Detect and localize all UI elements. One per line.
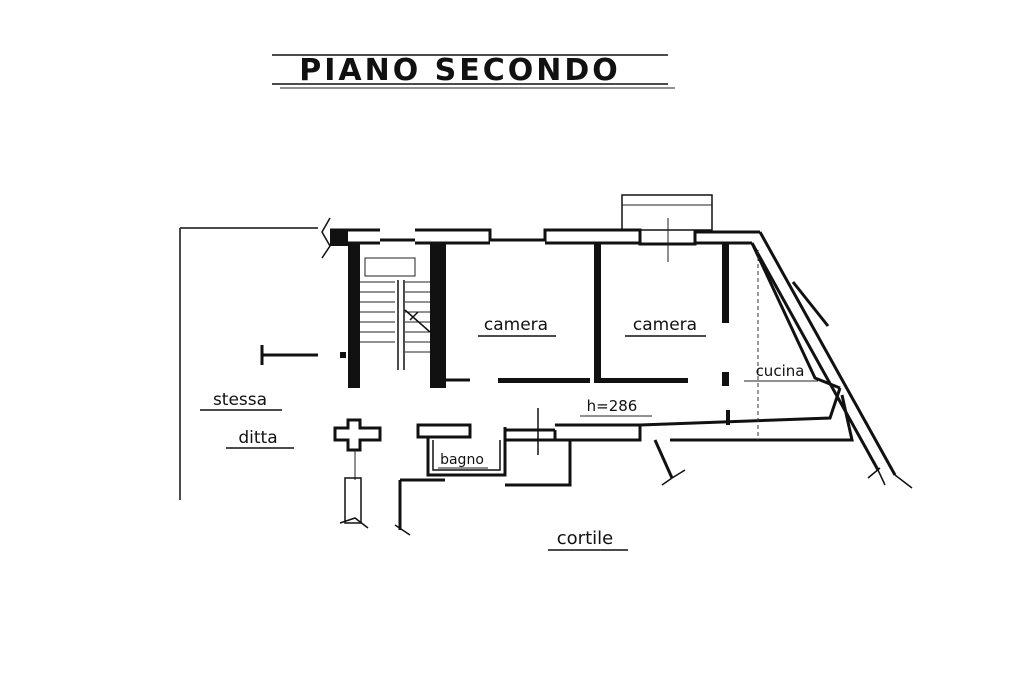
stair-pillar <box>330 230 348 246</box>
room-label-cucina: cucina <box>756 362 805 380</box>
kitchen-diagonal-wall <box>750 242 841 390</box>
neighbor-label-ditta: ditta <box>238 428 277 448</box>
slanted-window <box>791 281 830 327</box>
plan-title: PIANO SECONDO <box>299 53 621 88</box>
staircase <box>321 217 442 388</box>
stair-left-wall <box>348 243 360 388</box>
room-label-bagno: bagno <box>440 452 484 468</box>
kitchen-partition-lower <box>722 372 729 386</box>
kitchen-lower-wall <box>639 387 842 427</box>
kitchen-partition-upper <box>722 243 729 323</box>
stair-treads <box>360 281 430 353</box>
pier-break <box>339 517 369 529</box>
stair-arrow <box>404 309 431 333</box>
left-door-post <box>340 352 346 358</box>
slanted-wall-outer <box>758 231 897 476</box>
corridor-wall <box>505 423 642 442</box>
lower-left-wall <box>398 478 445 530</box>
kitchen-door-post <box>726 410 730 425</box>
balcony <box>621 194 713 231</box>
stair-landing <box>364 257 416 277</box>
lower-wall-break <box>394 524 411 536</box>
bathroom-inner <box>432 440 501 471</box>
column-cross <box>333 418 382 452</box>
stair-right-wall <box>430 243 442 388</box>
room-label-camera-1: camera <box>484 315 548 335</box>
camera1-left-wall <box>440 243 446 388</box>
bathroom-walls <box>426 427 507 477</box>
courtyard-break <box>661 469 686 486</box>
courtyard-label: cortile <box>557 528 613 549</box>
slanted-wall-inner <box>750 242 880 471</box>
wall-break-top <box>321 217 331 259</box>
title-group: PIANO SECONDO <box>272 53 675 89</box>
courtyard-wall <box>670 394 854 442</box>
bathroom-top-wall <box>416 423 472 439</box>
column-pier <box>344 477 362 524</box>
camera1-bottom-wall <box>498 378 590 383</box>
left-door-symbol <box>260 345 318 365</box>
neighbor-label-stessa: stessa <box>213 390 267 410</box>
labels: camera camera cucina h=286 bagno stessa … <box>200 315 818 551</box>
slanted-wall-break <box>867 467 913 489</box>
courtyard-corner <box>653 439 674 479</box>
lower-walls <box>260 345 642 536</box>
height-note: h=286 <box>587 397 638 415</box>
interior-walls <box>440 243 759 440</box>
camera-partition-wall <box>594 243 601 383</box>
room-label-camera-2: camera <box>633 315 697 335</box>
camera2-bottom-wall <box>600 378 688 383</box>
